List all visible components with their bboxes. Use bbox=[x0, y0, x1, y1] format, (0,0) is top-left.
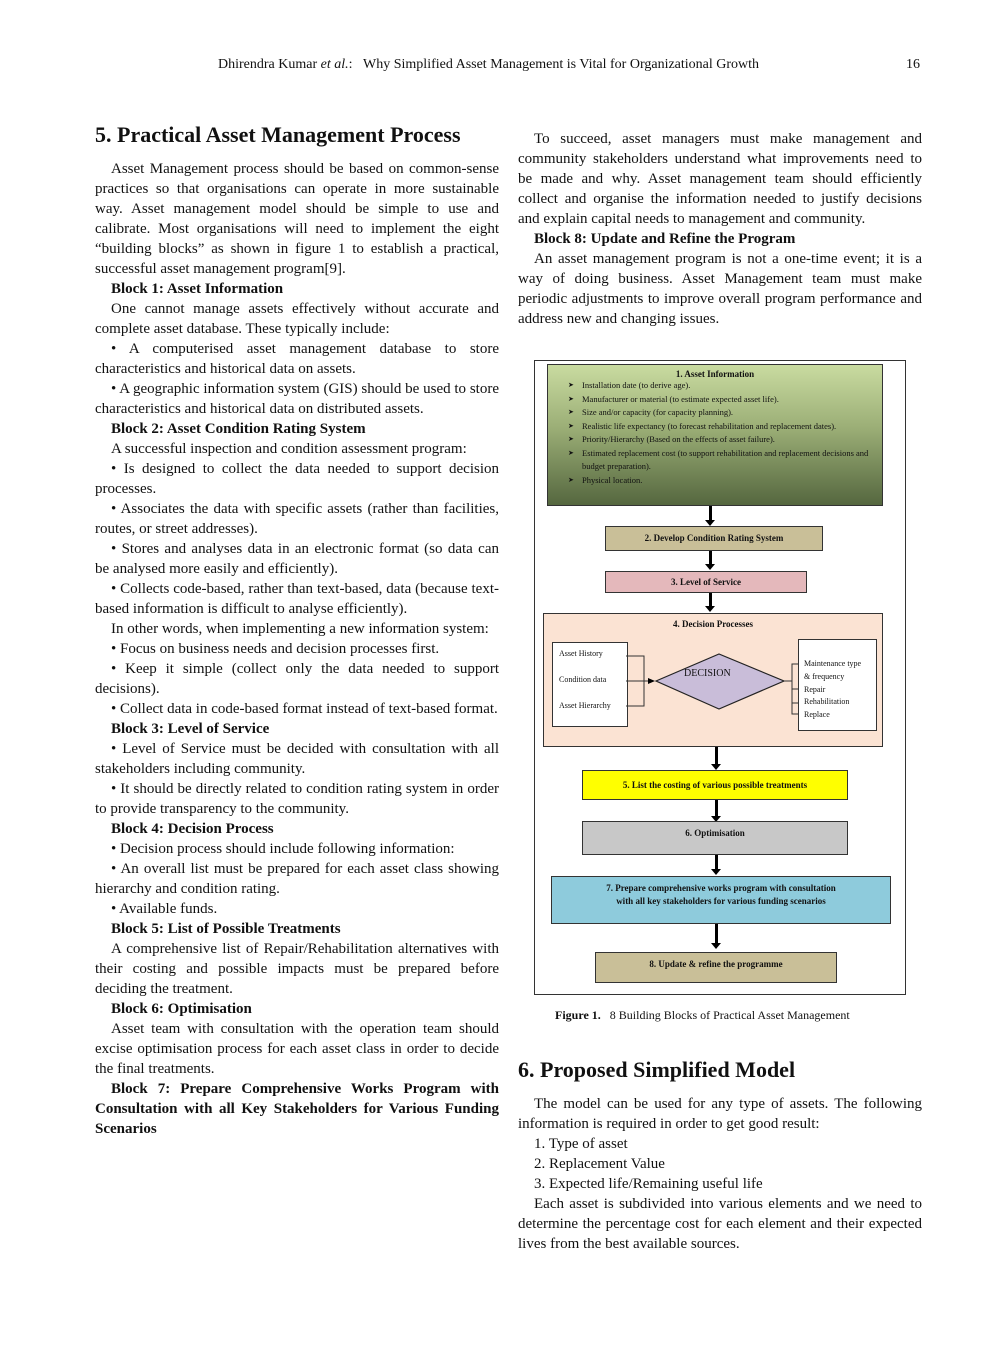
asset-info-item: Physical location. bbox=[568, 474, 882, 488]
bullet: • Level of Service must be decided with … bbox=[95, 741, 499, 777]
asset-info-item: Priority/Hierarchy (Based on the effects… bbox=[568, 433, 882, 447]
asset-info-item: Realistic life expectancy (to forecast r… bbox=[568, 420, 882, 434]
para: The model can be used for any type of as… bbox=[518, 1096, 922, 1132]
header-title: Why Simplified Asset Management is Vital… bbox=[363, 57, 760, 72]
para: In other words, when implementing a new … bbox=[111, 621, 489, 637]
asset-info-item: Estimated replacement cost (to support r… bbox=[568, 447, 882, 474]
bullet: • Keep it simple (collect only the data … bbox=[95, 661, 499, 697]
running-header: Dhirendra Kumar et al.: Why Simplified A… bbox=[218, 57, 759, 73]
caption-text: 8 Building Blocks of Practical Asset Man… bbox=[609, 1008, 850, 1022]
arrow-down bbox=[711, 924, 721, 949]
arrow-down bbox=[711, 800, 721, 822]
box-optimisation: 6. Optimisation bbox=[582, 821, 848, 855]
section-6-heading: 6. Proposed Simplified Model bbox=[518, 1057, 796, 1082]
box-works-program: 7. Prepare comprehensive works program w… bbox=[551, 876, 891, 924]
figure-1-diagram: 1. Asset Information Installation date (… bbox=[534, 360, 906, 995]
para: An asset management program is not a one… bbox=[518, 251, 922, 327]
block-5-heading: Block 5: List of Possible Treatments bbox=[111, 921, 341, 937]
input-item: Asset Hierarchy bbox=[559, 701, 611, 710]
arrow-down bbox=[705, 593, 715, 612]
block-1-heading: Block 1: Asset Information bbox=[111, 281, 284, 297]
box-list-costing: 5. List the costing of various possible … bbox=[582, 770, 848, 800]
arrow-down bbox=[705, 506, 715, 526]
input-item: Condition data bbox=[559, 675, 607, 684]
bullet: • Available funds. bbox=[111, 901, 218, 917]
block-7-heading: Block 7: Prepare Comprehensive Works Pro… bbox=[95, 1081, 499, 1137]
figure-caption: Figure 1. 8 Building Blocks of Practical… bbox=[555, 1008, 850, 1023]
para: To succeed, asset managers must make man… bbox=[518, 131, 922, 227]
list-item: 2. Replacement Value bbox=[534, 1156, 665, 1172]
asset-info-item: Size and/or capacity (for capacity plann… bbox=[568, 406, 882, 420]
arrow-down bbox=[711, 855, 721, 875]
block-2-heading: Block 2: Asset Condition Rating System bbox=[111, 421, 366, 437]
bullet: • A geographic information system (GIS) … bbox=[95, 381, 499, 417]
output-item: Replace bbox=[804, 710, 830, 720]
asset-info-item: Installation date (to derive age). bbox=[568, 379, 882, 393]
page-number: 16 bbox=[906, 57, 920, 72]
asset-info-item: Manufacturer or material (to estimate ex… bbox=[568, 393, 882, 407]
arrow-down bbox=[705, 551, 715, 570]
input-item: Asset History bbox=[559, 649, 603, 658]
block-6-heading: Block 6: Optimisation bbox=[111, 1001, 252, 1017]
para: A comprehensive list of Repair/Rehabilit… bbox=[95, 941, 499, 997]
right-column-bottom: 6. Proposed Simplified Model The model c… bbox=[518, 1056, 922, 1254]
block-8-heading: Block 8: Update and Refine the Program bbox=[534, 231, 796, 247]
block-4-heading: Block 4: Decision Process bbox=[111, 821, 274, 837]
para: Asset Management process should be based… bbox=[95, 161, 499, 277]
box-title: 4. Decision Processes bbox=[672, 619, 754, 629]
bullet: • Stores and analyses data in an electro… bbox=[95, 541, 499, 577]
output-item: Rehabilitation bbox=[804, 697, 850, 707]
header-colon: : bbox=[348, 57, 353, 72]
list-item: 3. Expected life/Remaining useful life bbox=[534, 1176, 763, 1192]
box-line: with all key stakeholders for various fu… bbox=[616, 896, 826, 906]
box-line: 7. Prepare comprehensive works program w… bbox=[606, 883, 836, 893]
output-item: & frequency bbox=[804, 671, 845, 681]
left-column: 5. Practical Asset Management Process As… bbox=[95, 121, 499, 1139]
box-update-refine: 8. Update & refine the programme bbox=[595, 952, 837, 983]
output-item: Maintenance type bbox=[804, 659, 862, 668]
bullet: • A computerised asset management databa… bbox=[95, 341, 499, 377]
para: A successful inspection and condition as… bbox=[111, 441, 467, 457]
para: Each asset is subdivided into various el… bbox=[518, 1196, 922, 1252]
list-item: 1. Type of asset bbox=[534, 1136, 628, 1152]
block-3-heading: Block 3: Level of Service bbox=[111, 721, 270, 737]
bullet: • Collects code-based, rather than text-… bbox=[95, 581, 499, 617]
box-level-of-service: 3. Level of Service bbox=[605, 571, 807, 593]
box-decision-processes: 4. Decision Processes Asset History Cond… bbox=[543, 613, 883, 747]
para: Asset team with consultation with the op… bbox=[95, 1021, 499, 1077]
section-5-heading: 5. Practical Asset Management Process bbox=[95, 122, 461, 147]
bullet: • Is designed to collect the data needed… bbox=[95, 461, 499, 497]
bullet: • Focus on business needs and decision p… bbox=[111, 641, 440, 657]
bullet: • Decision process should include follow… bbox=[111, 841, 455, 857]
asset-info-list: Installation date (to derive age).Manufa… bbox=[548, 379, 882, 487]
bullet: • Collect data in code-based format inst… bbox=[111, 701, 498, 717]
box-asset-information: 1. Asset Information Installation date (… bbox=[547, 364, 883, 506]
caption-label: Figure 1. bbox=[555, 1008, 601, 1022]
header-etal: et al. bbox=[320, 57, 349, 72]
decision-diamond-label: DECISION bbox=[684, 668, 731, 679]
right-column-top: To succeed, asset managers must make man… bbox=[518, 129, 922, 329]
arrow-down bbox=[711, 747, 721, 770]
box-condition-rating: 2. Develop Condition Rating System bbox=[605, 526, 823, 551]
bullet: • Associates the data with specific asse… bbox=[95, 501, 499, 537]
output-item: Repair bbox=[804, 684, 826, 694]
para: One cannot manage assets effectively wit… bbox=[95, 301, 499, 337]
decision-inputs: Asset History Condition data Asset Hiera… bbox=[552, 642, 628, 727]
bullet: • An overall list must be prepared for e… bbox=[95, 861, 499, 897]
decision-outputs: Maintenance type & frequency Repair Reha… bbox=[798, 639, 877, 731]
header-authors: Dhirendra Kumar bbox=[218, 57, 321, 72]
box-title: 1. Asset Information bbox=[675, 369, 755, 379]
bullet: • It should be directly related to condi… bbox=[95, 781, 499, 817]
